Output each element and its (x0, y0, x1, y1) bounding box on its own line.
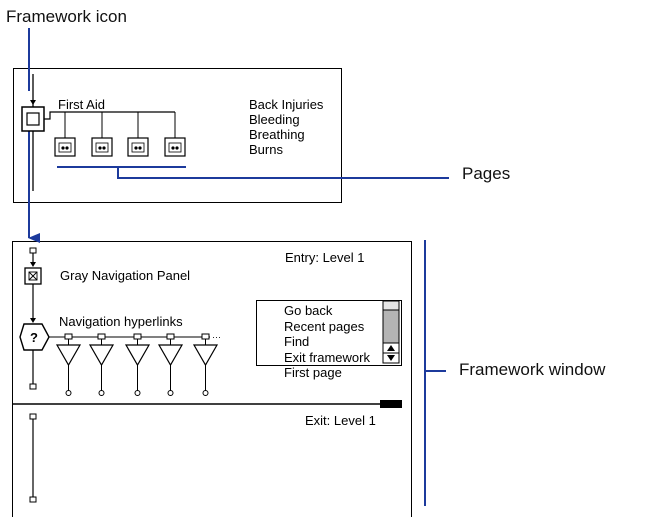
scroll-up-arrow-icon[interactable] (382, 342, 400, 354)
nav-hyperlinks-label: Navigation hyperlinks (59, 314, 183, 329)
hyperlink-branch[interactable] (55, 333, 82, 396)
page-icon[interactable] (54, 112, 76, 157)
diagram-drawing: ? ··· (13, 28, 449, 506)
list-item[interactable]: First page (284, 365, 342, 380)
page-name: Burns (249, 142, 283, 157)
page-name: Bleeding (249, 112, 300, 127)
gray-nav-panel-label: Gray Navigation Panel (60, 268, 191, 283)
entry-end-marker (29, 383, 37, 390)
list-item[interactable]: Exit framework (284, 349, 370, 365)
hyperlink-branch[interactable] (88, 333, 115, 396)
hyperlink-branch[interactable] (157, 333, 184, 396)
framework-icon-callout: Framework icon (6, 7, 127, 26)
page-icon[interactable] (127, 112, 149, 157)
flow-arrow-icon (30, 318, 36, 323)
framework-window-callout: Framework window (459, 360, 606, 379)
display-icon[interactable] (24, 267, 42, 285)
navigation-list: Go back Recent pages Find Exit framework… (284, 303, 370, 381)
exit-end-marker (29, 496, 37, 503)
pages-callout: Pages (462, 164, 511, 183)
interaction-icon[interactable]: ? (19, 323, 50, 351)
navigation-list-box[interactable] (256, 300, 402, 366)
page-names-list: Back Injuries Bleeding Breathing Burns (249, 97, 323, 157)
list-item[interactable]: Recent pages (284, 318, 365, 334)
page-icon[interactable] (164, 112, 186, 157)
entry-start-marker (29, 247, 37, 254)
hyperlink-branch[interactable] (192, 333, 219, 396)
framework-window-panel (12, 241, 412, 517)
entry-label: Entry: Level 1 (285, 250, 365, 265)
first-aid-label: First Aid (58, 97, 105, 112)
pages-pointer-line (117, 167, 449, 179)
hyperlink-branch[interactable] (124, 333, 151, 396)
scroll-thumb[interactable] (382, 300, 400, 311)
list-item[interactable]: Find (284, 334, 310, 349)
page-icons (54, 112, 186, 157)
page-icon[interactable] (91, 112, 113, 157)
list-item[interactable]: Go back (284, 303, 333, 318)
exit-label: Exit: Level 1 (305, 413, 376, 428)
page-name: Breathing (249, 127, 305, 142)
svg-text:?: ? (30, 330, 38, 345)
hyperlink-branches (55, 333, 219, 396)
exit-start-marker (29, 413, 37, 420)
page-name: Back Injuries (249, 97, 324, 112)
framework-icon-panel (13, 68, 342, 203)
flow-arrow-icon (30, 262, 36, 267)
more-branches-ellipsis: ··· (212, 332, 221, 342)
framework-icon[interactable] (21, 106, 45, 132)
divider-handle[interactable] (380, 400, 402, 408)
page-connector (44, 111, 175, 120)
flow-arrow-icon (30, 100, 36, 105)
scroll-down-arrow-icon[interactable] (382, 352, 400, 364)
list-scrollbar[interactable] (382, 300, 400, 364)
